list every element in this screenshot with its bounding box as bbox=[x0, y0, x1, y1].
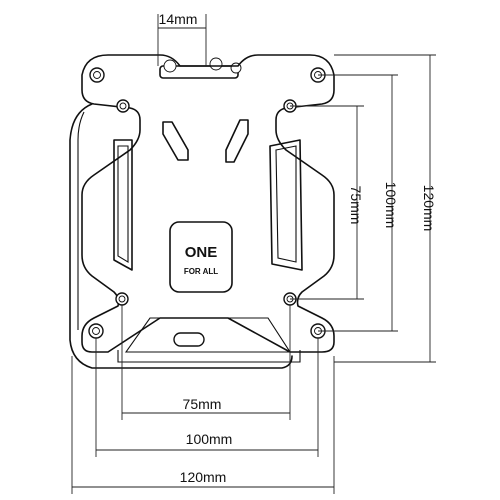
top-bracket bbox=[159, 57, 242, 79]
dimension-vertical-75mm: 75mm bbox=[290, 105, 364, 300]
side-slot-right bbox=[269, 139, 303, 271]
dimension-horizontal-75mm: 75mm bbox=[121, 305, 291, 420]
dimension-horizontal-120mm: 120mm bbox=[71, 356, 335, 494]
one-for-all-logo: ONE FOR ALL bbox=[169, 221, 233, 293]
angled-tab-right bbox=[225, 119, 249, 163]
hole-100-top-left bbox=[116, 99, 130, 113]
dimension-14mm: 14mm bbox=[157, 11, 207, 66]
label-h-120mm: 120mm bbox=[180, 469, 227, 485]
mounting-holes bbox=[88, 67, 326, 347]
label-v-75mm: 75mm bbox=[348, 186, 364, 225]
wall-plate-back bbox=[69, 103, 293, 369]
dimension-horizontal-100mm: 100mm bbox=[95, 338, 319, 457]
hole-75-bottom-left bbox=[115, 292, 129, 306]
centre-slot bbox=[173, 332, 205, 347]
label-v-120mm: 120mm bbox=[421, 185, 437, 232]
label-h-75mm: 75mm bbox=[183, 396, 222, 412]
dimension-vertical-120mm: 120mm bbox=[334, 54, 437, 363]
dimension-vertical-100mm: 100mm bbox=[318, 74, 399, 332]
label-v-100mm: 100mm bbox=[383, 182, 399, 229]
hole-120-top-left bbox=[89, 67, 105, 83]
label-14mm: 14mm bbox=[159, 11, 198, 27]
angled-tab-left bbox=[162, 121, 189, 161]
logo-line-2: FOR ALL bbox=[184, 267, 218, 276]
side-slot-left bbox=[113, 139, 133, 271]
logo-line-1: ONE bbox=[185, 244, 218, 261]
hole-120-bottom-left bbox=[88, 323, 104, 339]
label-h-100mm: 100mm bbox=[186, 431, 233, 447]
